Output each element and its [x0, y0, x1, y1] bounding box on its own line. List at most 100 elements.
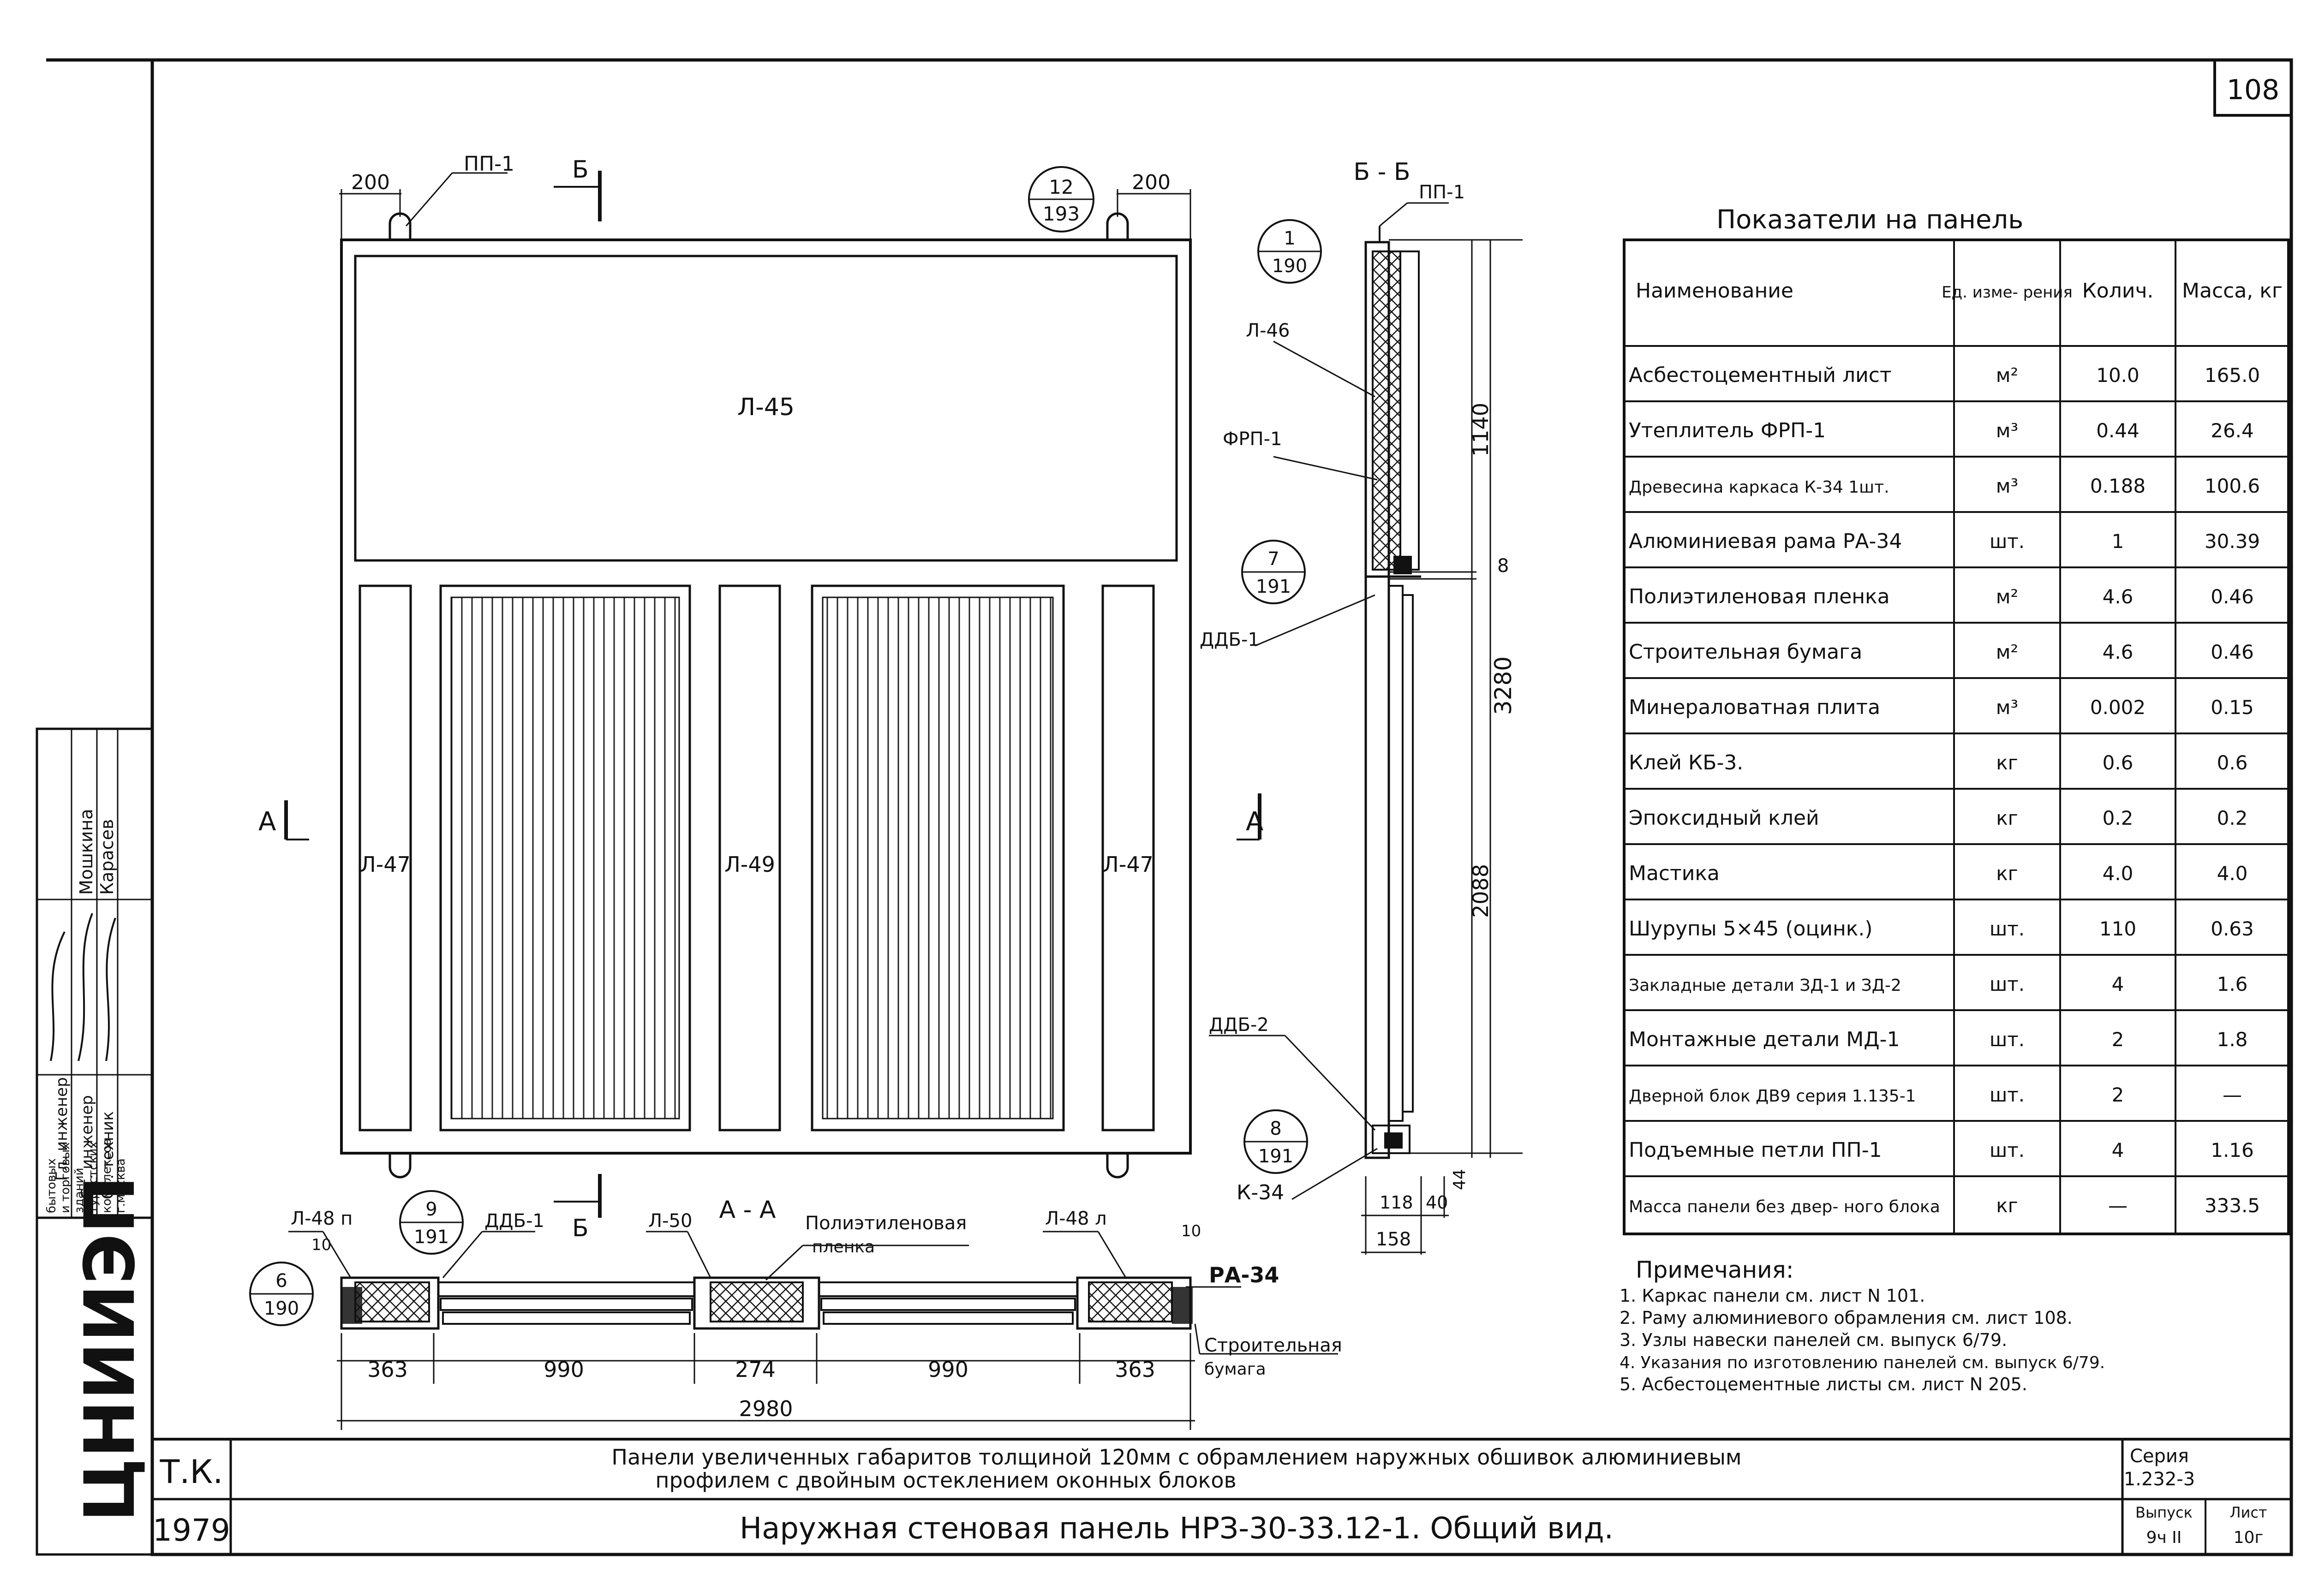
- table-row-7-unit: м³: [1996, 696, 2019, 719]
- table-row-3-name: Древесина каркаса К-34 1шт.: [1629, 478, 1889, 497]
- indicators-table: [1623, 238, 2290, 1235]
- label-paper-2: бумага: [1204, 1360, 1266, 1379]
- bb-dim-44: 44: [1450, 1169, 1469, 1190]
- table-row-8-unit: кг: [1996, 751, 2018, 774]
- table-row-2-qty: 0.44: [2096, 419, 2140, 442]
- table-row-13-name: Монтажные детали МД-1: [1629, 1028, 1900, 1051]
- stamp-org-sub-4: туристских: [86, 1141, 100, 1213]
- elev-cut-b-top: Б: [572, 156, 589, 184]
- callout-8-sheet: 191: [1258, 1146, 1293, 1167]
- callout-9-sheet: 191: [414, 1227, 449, 1248]
- bb-dim-8: 8: [1497, 555, 1509, 577]
- table-row-6-name: Строительная бумага: [1629, 640, 1862, 664]
- table-row-8-mass: 0.6: [2217, 751, 2248, 774]
- section-bb-pp1: ПП-1: [1419, 182, 1465, 203]
- tb-sheet: 10г: [2234, 1528, 2264, 1547]
- note-2: 2. Раму алюминиевого обрамления см. лист…: [1620, 1308, 2073, 1328]
- table-row-10-mass: 4.0: [2217, 862, 2248, 885]
- aa-dim-total: 2980: [739, 1396, 793, 1421]
- table-row-7-qty: 0.002: [2090, 696, 2146, 719]
- table-row-13-mass: 1.8: [2217, 1028, 2248, 1051]
- table-row-10-name: Мастика: [1629, 862, 1720, 885]
- table-row-8-qty: 0.6: [2103, 751, 2134, 774]
- aa-dim-990-left: 990: [544, 1357, 584, 1382]
- table-hdr-qty: Колич.: [2082, 279, 2154, 303]
- panel-l49-label: Л-49: [724, 852, 775, 877]
- table-row-14-qty: 2: [2112, 1084, 2124, 1106]
- tb-issue: 9ч II: [2146, 1528, 2182, 1547]
- label-ddb2: ДДБ-2: [1209, 1014, 1269, 1036]
- callout-1-num: 1: [1284, 228, 1295, 249]
- table-row-5-unit: м²: [1996, 585, 2019, 608]
- tb-line2: профилем с двойным остеклением оконных б…: [655, 1468, 1236, 1493]
- elev-cut-b-bottom: Б: [572, 1215, 589, 1242]
- tb-code: Т.К.: [160, 1453, 223, 1491]
- section-aa-title: А - А: [719, 1196, 776, 1224]
- label-k34: К-34: [1237, 1181, 1284, 1204]
- table-row-16-unit: кг: [1996, 1194, 2018, 1217]
- callout-8-num: 8: [1270, 1118, 1281, 1139]
- table-row-9-unit: кг: [1996, 807, 2018, 829]
- table-row-14-unit: шт.: [1990, 1084, 2025, 1106]
- table-row-1-mass: 165.0: [2205, 364, 2260, 387]
- table-row-7-name: Минераловатная плита: [1629, 696, 1880, 719]
- aa-dim-990-right: 990: [928, 1357, 968, 1382]
- tb-issue-label: Выпуск: [2135, 1504, 2193, 1521]
- tb-series: 1.232-3: [2124, 1469, 2195, 1490]
- table-row-12-qty: 4: [2112, 973, 2124, 995]
- stamp-org-sub-3: зданий: [72, 1167, 86, 1213]
- aa-dim-363-right: 363: [1115, 1357, 1155, 1382]
- table-row-4-unit: шт.: [1990, 530, 2025, 553]
- table-row-11-mass: 0.63: [2211, 917, 2254, 940]
- table-row-8-name: Клей КБ-3.: [1629, 751, 1743, 774]
- bb-dim-118: 118: [1380, 1192, 1413, 1213]
- notes-title: Примечания:: [1636, 1257, 1794, 1283]
- note-4: 4. Указания по изготовлению панелей см. …: [1620, 1353, 2105, 1372]
- table-row-11-name: Шурупы 5×45 (оцинк.): [1629, 917, 1873, 941]
- callout-7-sheet: 191: [1256, 576, 1291, 597]
- label-l48p: Л-48 п: [291, 1208, 353, 1229]
- label-frp1: ФРП-1: [1223, 429, 1282, 450]
- note-3: 3. Узлы навески панелей см. выпуск 6/79.: [1620, 1330, 2007, 1350]
- stamp-org-sub-2: и торговых: [59, 1142, 72, 1213]
- table-row-15-name: Подъемные петли ПП-1: [1629, 1138, 1882, 1162]
- table-row-2-unit: м³: [1996, 419, 2019, 442]
- table-row-6-qty: 4.6: [2103, 641, 2134, 663]
- table-row-11-qty: 110: [2099, 917, 2136, 940]
- tb-line1: Панели увеличенных габаритов толщиной 12…: [611, 1445, 1741, 1470]
- tb-sheet-label: Лист: [2229, 1504, 2267, 1521]
- panel-l47-right-label: Л-47: [1103, 852, 1154, 877]
- label-ddb1: ДДБ-1: [1200, 629, 1260, 650]
- stamp-name-2: Карасев: [97, 819, 117, 895]
- table-row-2-mass: 26.4: [2211, 419, 2254, 442]
- section-aa: [249, 1190, 1338, 1430]
- bb-dim-1140: 1140: [1468, 403, 1493, 457]
- callout-9-num: 9: [425, 1199, 437, 1220]
- elev-cut-a-left: А: [258, 807, 276, 837]
- table-row-1-qty: 10.0: [2096, 364, 2140, 387]
- stamp-org-sub-5: комплексов: [100, 1138, 114, 1213]
- table-row-16-mass: 333.5: [2205, 1194, 2260, 1217]
- label-ra34: РА-34: [1209, 1263, 1279, 1287]
- bb-dim-3280: 3280: [1490, 656, 1517, 715]
- stamp-org-sub-6: г.москва: [114, 1158, 128, 1213]
- table-row-3-unit: м³: [1996, 475, 2019, 497]
- table-row-10-qty: 4.0: [2103, 862, 2134, 885]
- label-film: Полиэтиленовая: [805, 1213, 967, 1234]
- page-number: 108: [2227, 74, 2280, 106]
- table-row-3-qty: 0.188: [2090, 475, 2146, 497]
- elev-cut-a-right: А: [1246, 807, 1263, 837]
- label-aa-ddb1: ДДБ-1: [484, 1210, 544, 1232]
- table-row-9-qty: 0.2: [2103, 807, 2134, 829]
- title-block: [152, 1438, 2291, 1554]
- stamp-role-1: Гл. инженер: [53, 1077, 71, 1181]
- table-row-3-mass: 100.6: [2205, 475, 2260, 497]
- left-stamp: [36, 727, 154, 1556]
- table-row-14-name: Дверной блок ДВ9 серия 1.135-1: [1629, 1087, 1916, 1106]
- bb-dim-2088: 2088: [1468, 864, 1493, 918]
- dim-10-right: 10: [1181, 1222, 1201, 1240]
- table-row-15-unit: шт.: [1990, 1139, 2025, 1161]
- table-row-4-name: Алюминиевая рама РА-34: [1629, 530, 1902, 553]
- elevation-view: [284, 166, 1261, 1218]
